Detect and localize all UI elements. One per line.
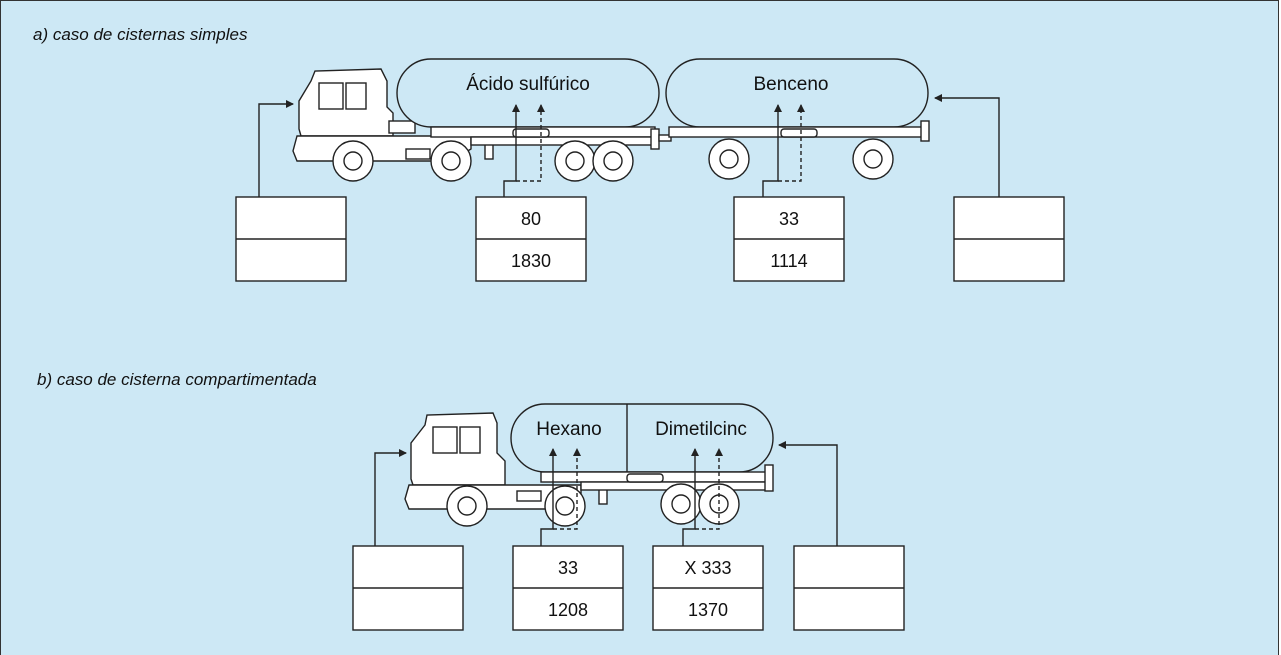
arrow-b-front (374, 449, 407, 546)
arrow-a1-dashed (516, 104, 545, 182)
panel-b2-un: 1370 (688, 600, 728, 620)
arrow-b1-solid (540, 448, 557, 546)
arrow-b2-solid (682, 448, 699, 546)
arrow-b1-dashed (553, 448, 581, 530)
panel-b2-hazard: X 333 (684, 558, 731, 578)
arrow-a2-solid (762, 104, 782, 197)
arrow-b2-dashed (695, 448, 723, 530)
panel-b1-hazard: 33 (558, 558, 578, 578)
panel-b-rear (793, 545, 905, 631)
tank-benceno-label: Benceno (753, 74, 828, 95)
panel-a-2 (733, 196, 845, 282)
arrow-a1-solid (503, 104, 520, 197)
panel-b1-un: 1208 (548, 600, 588, 620)
panel-a-1 (475, 196, 587, 282)
panel-b-front (352, 545, 464, 631)
tank-a1-wheels (554, 140, 634, 182)
tank-a2-wheels (708, 138, 894, 180)
truck-a-cab (292, 68, 494, 162)
panel-b-1 (512, 545, 624, 631)
comp-dimetilcinc-label: Dimetilcinc (655, 419, 747, 440)
panel-a1-un: 1830 (511, 251, 551, 271)
panel-a2-hazard: 33 (779, 209, 799, 229)
comp-hexano-label: Hexano (536, 419, 602, 440)
panel-b-2 (652, 545, 764, 631)
tank-a2-chassis (658, 120, 930, 142)
arrow-a2-dashed (778, 104, 805, 182)
panel-a2-un: 1114 (770, 251, 807, 271)
truck-a-cab-wheels (332, 140, 472, 182)
caption-b: b) caso de cisterna compartimentada (37, 370, 317, 389)
panel-a1-hazard: 80 (521, 209, 541, 229)
panel-a-front (235, 196, 347, 282)
truck-b-cab-wheels (446, 485, 586, 527)
panel-a-rear (953, 196, 1065, 282)
arrow-a-front (258, 100, 294, 197)
tank-acido-label: Ácido sulfúrico (466, 74, 590, 95)
caption-a: a) caso de cisternas simples (33, 25, 248, 44)
arrow-b-rear (778, 441, 838, 546)
arrow-a-rear (934, 94, 1000, 197)
